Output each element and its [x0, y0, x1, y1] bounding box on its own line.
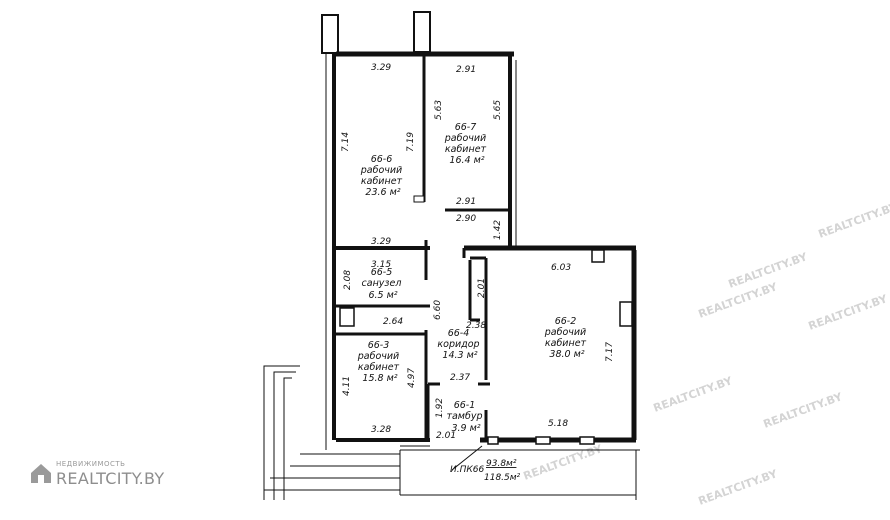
dimension-label: 2.91	[456, 197, 476, 207]
room-66-3-label: 66-3 рабочий кабинет 15.8 м²	[357, 340, 403, 384]
room-66-6-label: 66-6 рабочий кабинет 23.6 м²	[360, 154, 406, 198]
column-left	[321, 14, 339, 54]
room-66-1-label: 66-1 тамбур 3.9 м²	[446, 400, 485, 434]
house-icon	[31, 464, 51, 483]
dimension-label: 2.37	[450, 373, 470, 383]
unit-area-2: 118.5м²	[484, 473, 521, 483]
dimension-label: 3.29	[371, 63, 391, 73]
watermark-6: REALTCITY.BY	[817, 200, 890, 241]
dimension-label: 5.18	[548, 419, 568, 429]
room-labels: 66-7 рабочий кабинет 16.4 м² 66-6 рабочи…	[357, 122, 590, 434]
dimension-label: 2.38	[466, 321, 486, 331]
dimension-label: 7.19	[406, 132, 416, 152]
dimension-label: 1.42	[493, 220, 503, 240]
dimension-label: 6.60	[433, 300, 443, 320]
walls	[263, 11, 640, 500]
watermark-2: REALTCITY.BY	[807, 292, 890, 333]
brand-name: REALTCITY.BY	[56, 469, 165, 488]
brand-tagline: НЕДВИЖИМОСТЬ	[56, 460, 126, 468]
watermark-7: REALTCITY.BY	[697, 467, 780, 508]
dimension-label: 2.64	[383, 317, 403, 327]
dimension-label: 2.01	[436, 431, 456, 441]
dimension-label: 1.92	[435, 398, 445, 418]
dimension-label: 3.15	[371, 260, 391, 270]
column-right	[413, 11, 431, 53]
dimension-labels: 3.29 2.91 5.63 5.65 7.14 7.19 2.91 2.90 …	[341, 63, 615, 441]
dimension-label: 7.14	[341, 132, 351, 152]
unit-summary: И.ПК66 93.8м² 118.5м²	[450, 445, 521, 483]
dimension-label: 5.65	[493, 100, 503, 120]
room-66-7-label: 66-7 рабочий кабинет 16.4 м²	[444, 122, 490, 166]
dimension-label: 6.03	[551, 263, 571, 273]
dimension-label: 2.91	[456, 65, 476, 75]
watermark-3: REALTCITY.BY	[652, 374, 735, 415]
dimension-label: 4.11	[342, 376, 352, 396]
dimension-label: 3.28	[371, 425, 391, 435]
unit-area-1: 93.8м²	[486, 459, 517, 469]
watermark-4: REALTCITY.BY	[762, 390, 845, 431]
unit-id: И.ПК66	[450, 465, 484, 475]
brand-logo: НЕДВИЖИМОСТЬ REALTCITY.BY	[30, 458, 220, 498]
dimension-label: 3.29	[371, 237, 391, 247]
dimension-label: 7.17	[605, 342, 615, 362]
dimension-label: 2.01	[477, 278, 487, 298]
dimension-label: 2.90	[456, 214, 476, 224]
dimension-label: 5.63	[434, 100, 444, 120]
room-66-2-label: 66-2 рабочий кабинет 38.0 м²	[544, 316, 590, 360]
room-66-4-label: 66-4 коридор 14.3 м²	[437, 328, 482, 361]
dimension-label: 4.97	[407, 368, 417, 388]
room-66-5-label: 66-5 санузел 6.5 м²	[362, 267, 405, 301]
dimension-label: 2.08	[343, 270, 353, 290]
watermark-8: REALTCITY.BY	[522, 442, 605, 483]
